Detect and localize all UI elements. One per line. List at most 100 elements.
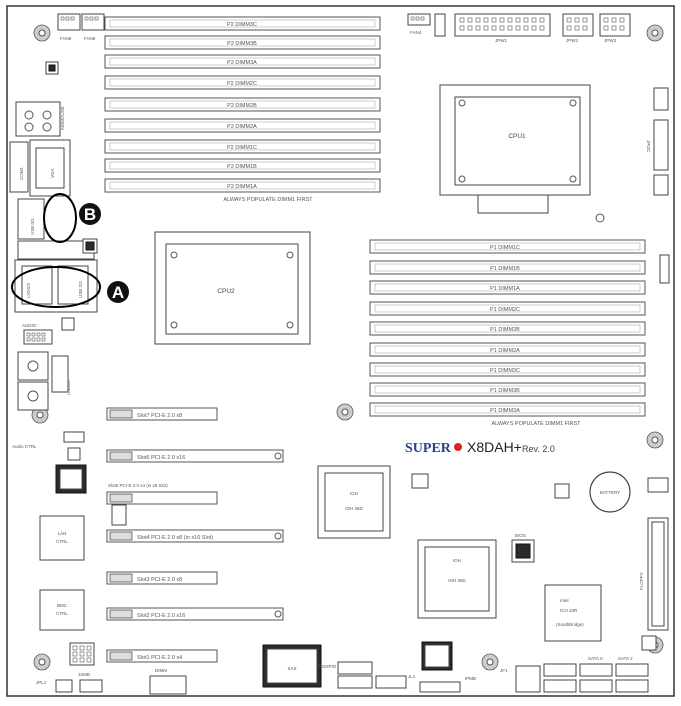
svg-text:Slot5 PCI-E 2.0 x4 (in x8 Slot: Slot5 PCI-E 2.0 x4 (in x8 Slot)	[108, 483, 168, 488]
svg-text:Intel: Intel	[560, 598, 569, 603]
rear-io-panel: KB/MOUSE COM1 VGA USB 0/1 LAN1/2 USB 2/3…	[9, 101, 98, 411]
bios-chip: BIOS	[511, 533, 535, 563]
svg-text:IOH 36D: IOH 36D	[448, 578, 466, 583]
fan6-label: FAN6	[84, 36, 96, 41]
brand-logo: SUPER X8DAH+ Rev. 2.0	[405, 439, 555, 456]
svg-text:DIMM: DIMM	[155, 668, 167, 673]
pcie-slot-1: Slot1 PCI-E 2.0 x4	[106, 649, 218, 663]
lan-label: LAN1/2	[26, 282, 31, 298]
svg-text:JF1: JF1	[500, 668, 508, 673]
svg-text:JPL1: JPL1	[36, 680, 47, 685]
p1-dimm-slot: P1 DIMM2A	[369, 342, 646, 357]
audio-fp-label: AUDIO	[22, 323, 37, 328]
callout-b: B	[43, 193, 101, 243]
bmc-ctrl-chip: BMC CTRL	[39, 589, 85, 631]
kb-mouse-label: KB/MOUSE	[60, 106, 65, 130]
p2-dimm-group: P2 DIMM3C P2 DIMM3B P2 DIMM3A P2 DIMM2C …	[104, 16, 381, 203]
cpu1-label: CPU1	[508, 133, 526, 140]
svg-text:CTRL: CTRL	[56, 611, 68, 616]
svg-text:Slot7 PCI-E 2.0 x8: Slot7 PCI-E 2.0 x8	[137, 413, 182, 419]
p1-dimm-slot: P1 DIMM3B	[369, 382, 646, 397]
fan5-label: FAN5	[60, 36, 72, 41]
svg-text:P2 DIMM3C: P2 DIMM3C	[227, 22, 257, 28]
p2-dimm-slot: P2 DIMM3A	[104, 54, 381, 69]
svg-text:BIOS: BIOS	[515, 533, 526, 538]
svg-text:SAS: SAS	[287, 666, 296, 671]
svg-text:P1 DIMM2B: P1 DIMM2B	[490, 327, 520, 333]
svg-text:BMC: BMC	[57, 603, 68, 608]
pcie-slot-4: Slot4 PCI-E 2.0 x8 (in x16 Slot)	[106, 529, 284, 543]
svg-text:CTRL: CTRL	[56, 539, 68, 544]
svg-text:JSMB: JSMB	[78, 672, 90, 677]
svg-text:P2 DIMM2C: P2 DIMM2C	[227, 81, 257, 87]
brand-super: SUPER	[405, 441, 452, 456]
svg-text:BATTERY: BATTERY	[600, 490, 620, 495]
svg-text:(SouthBridge): (SouthBridge)	[556, 622, 584, 627]
floppy-connector: FLOPPY	[639, 517, 669, 651]
bmc-dimm-socket	[69, 642, 95, 666]
usb01-label: USB 0/1	[30, 218, 35, 235]
battery: BATTERY	[589, 471, 631, 513]
p1-dimm-note: ALWAYS POPULATE DIMM1 FIRST	[491, 421, 581, 427]
cpu1-socket: CPU1	[439, 84, 591, 214]
south-bridge-chip: Intel ICH 10R (SouthBridge)	[544, 584, 602, 642]
svg-text:IOH: IOH	[453, 558, 461, 563]
pcie-slot-3: Slot3 PCI-E 2.0 x8	[106, 571, 218, 585]
audio-header: AUDIO	[22, 323, 53, 345]
svg-text:P2 DIMM1C: P2 DIMM1C	[227, 145, 257, 151]
jpw2-label: JPW2	[566, 38, 578, 43]
svg-text:P2 DIMM2B: P2 DIMM2B	[227, 103, 257, 109]
svg-text:Slot1 PCI-E 2.0 x4: Slot1 PCI-E 2.0 x4	[137, 655, 182, 661]
cpu2-label: CPU2	[217, 288, 235, 295]
p2-dimm-slot: P2 DIMM1A	[104, 178, 381, 193]
jpw3-label: JPW3	[604, 38, 616, 43]
svg-text:P1 DIMM3C: P1 DIMM3C	[490, 368, 520, 374]
fan4-label: FAN4	[410, 30, 422, 35]
svg-text:SATA 2: SATA 2	[618, 656, 633, 661]
com1-label: COM1	[19, 167, 24, 180]
p1-dimm-slot: P1 DIMM3A	[369, 402, 646, 417]
pcie-slots: Slot7 PCI-E 2.0 x8 Slot6 PCI-E 2.0 x16 S…	[106, 407, 284, 663]
cpu2-socket: CPU2	[154, 231, 311, 345]
p2-dimm-slot: P2 DIMM2B	[104, 97, 381, 112]
jpw1-label: JPW1	[495, 38, 507, 43]
svg-text:P1 DIMM1B: P1 DIMM1B	[490, 266, 520, 272]
svg-text:Slot3 PCI-E 2.0 x8: Slot3 PCI-E 2.0 x8	[137, 577, 182, 583]
svg-text:P1 DIMM3A: P1 DIMM3A	[490, 408, 520, 414]
lan-ctrl-chip: LAN CTRL	[39, 515, 85, 561]
pcie-slot-5: Slot5 PCI-E 2.0 x4 (in x8 Slot)	[106, 483, 218, 505]
p2-dimm-slot: P2 DIMM3B	[104, 35, 381, 50]
svg-text:P1 DIMM1C: P1 DIMM1C	[490, 245, 520, 251]
audio-chip	[61, 317, 75, 331]
p2-dimm-slot: P2 DIMM2A	[104, 118, 381, 133]
callout-a-label: A	[112, 283, 124, 302]
pcie-slot-6: Slot6 PCI-E 2.0 x16	[106, 449, 284, 463]
svg-text:P2 DIMM1A: P2 DIMM1A	[227, 184, 257, 190]
top-right-connectors: FAN4 JPW1 JPW2 JPW3	[407, 13, 631, 43]
svg-text:LAN: LAN	[58, 531, 67, 536]
sas-chip: SAS	[262, 644, 322, 688]
ioh-top-chip: IOH IOH 36D	[317, 465, 391, 539]
svg-text:JL1: JL1	[408, 674, 416, 679]
p2-dimm-slot: P2 DIMM1B	[104, 158, 381, 173]
svg-text:SATA 0: SATA 0	[588, 656, 603, 661]
svg-text:FLOPPY: FLOPPY	[639, 572, 644, 590]
svg-text:P1 DIMM2A: P1 DIMM2A	[490, 348, 520, 354]
svg-text:P2 DIMM3B: P2 DIMM3B	[227, 41, 257, 47]
p1-dimm-slot: P1 DIMM1A	[369, 280, 646, 295]
callout-a: A	[11, 266, 129, 308]
brand-model: X8DAH+	[467, 439, 522, 455]
bottom-dimm: DIMM	[149, 668, 187, 695]
svg-text:P2 DIMM2A: P2 DIMM2A	[227, 124, 257, 130]
svg-text:Slot4 PCI-E 2.0 x8 (in x16 Slo: Slot4 PCI-E 2.0 x8 (in x16 Slot)	[137, 535, 213, 541]
svg-text:P1 DIMM3B: P1 DIMM3B	[490, 388, 520, 394]
p1-dimm-slot: P1 DIMM3C	[369, 362, 646, 377]
vga-label: VGA	[50, 168, 55, 178]
svg-text:P1 DIMM2C: P1 DIMM2C	[490, 307, 520, 313]
pcie-slot-7: Slot7 PCI-E 2.0 x8	[106, 407, 218, 421]
pcie-slot-2: Slot2 PCI-E 2.0 x16	[106, 607, 284, 621]
svg-text:IPMB: IPMB	[465, 676, 476, 681]
svg-text:IOH 36D: IOH 36D	[345, 506, 363, 511]
p1-dimm-slot: P1 DIMM2B	[369, 321, 646, 336]
